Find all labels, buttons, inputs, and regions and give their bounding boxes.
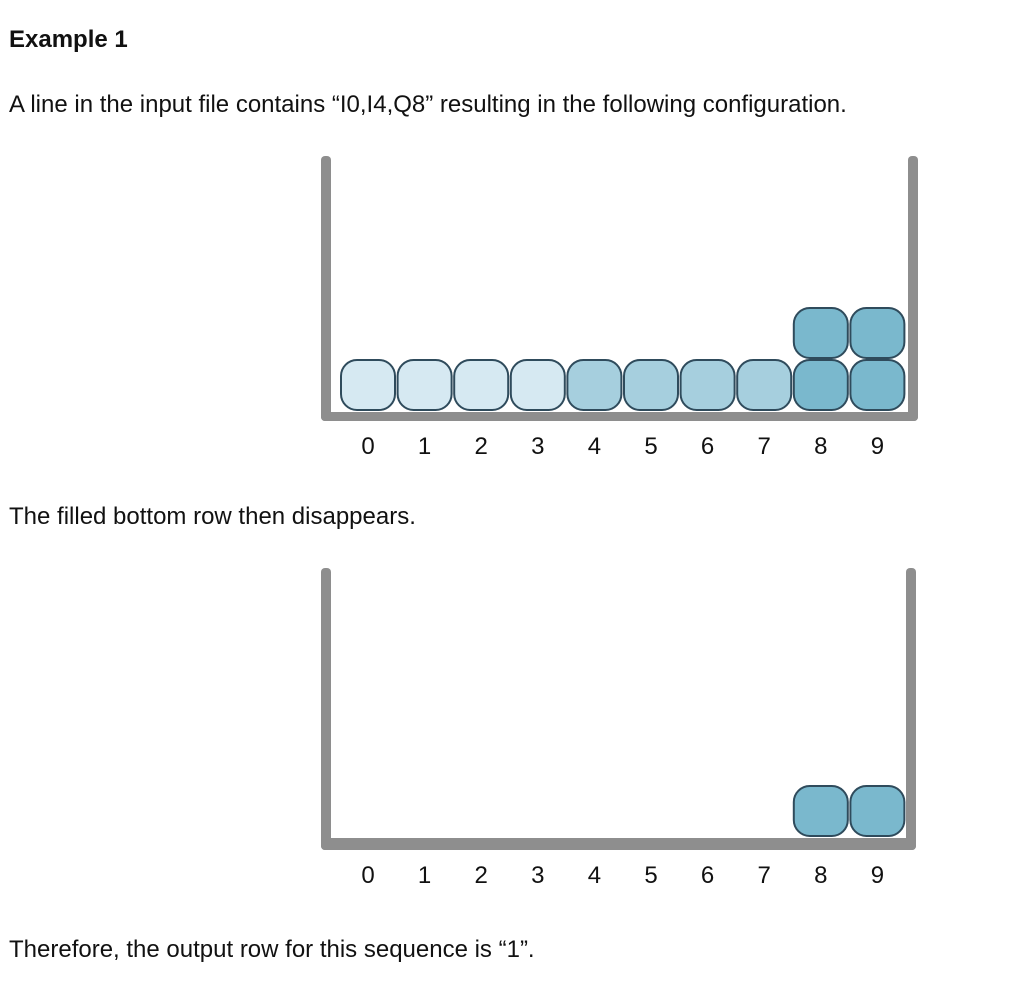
column-label-4: 4 (588, 433, 601, 460)
column-label-2: 2 (475, 433, 488, 460)
column-label-8: 8 (814, 433, 827, 460)
block-I0-col3-row0 (509, 359, 566, 411)
column-label-6: 6 (701, 862, 714, 889)
column-label-6: 6 (701, 433, 714, 460)
block-I0-col1-row0 (396, 359, 453, 411)
example-title: Example 1 (9, 26, 128, 53)
column-label-3: 3 (531, 433, 544, 460)
left-wall (321, 568, 331, 850)
left-wall (321, 156, 331, 421)
column-label-5: 5 (644, 862, 657, 889)
column-label-3: 3 (531, 862, 544, 889)
column-label-5: 5 (644, 433, 657, 460)
column-label-1: 1 (418, 862, 431, 889)
column-label-9: 9 (871, 433, 884, 460)
block-Q8-col9-row0 (849, 785, 906, 837)
column-label-9: 9 (871, 862, 884, 889)
block-Q8-col8-row1 (792, 307, 849, 359)
column-label-2: 2 (475, 862, 488, 889)
floor (321, 838, 916, 850)
right-wall (906, 568, 916, 850)
middle-paragraph: The filled bottom row then disappears. (9, 503, 416, 530)
conclusion-paragraph: Therefore, the output row for this seque… (9, 936, 535, 963)
block-Q8-col9-row1 (849, 307, 906, 359)
column-label-7: 7 (758, 433, 771, 460)
column-label-0: 0 (361, 433, 374, 460)
floor (321, 412, 918, 421)
column-label-8: 8 (814, 862, 827, 889)
column-label-7: 7 (758, 862, 771, 889)
block-I4-col7-row0 (736, 359, 793, 411)
block-Q8-col8-row0 (792, 785, 849, 837)
block-Q8-col9-row0 (849, 359, 906, 411)
grid-figure-after: 0 1 2 3 4 5 6 7 8 9 (0, 562, 1036, 902)
block-Q8-col8-row0 (792, 359, 849, 411)
grid-diagram-after: 0 1 2 3 4 5 6 7 8 9 (321, 568, 916, 889)
grid-figure-before: 0 1 2 3 4 5 6 7 8 9 (0, 150, 1036, 470)
column-label-0: 0 (361, 862, 374, 889)
grid-diagram-before: 0 1 2 3 4 5 6 7 8 9 (321, 156, 918, 460)
block-I4-col5-row0 (623, 359, 679, 411)
intro-paragraph: A line in the input file contains “I0,I4… (9, 91, 847, 118)
block-I0-col0-row0 (340, 359, 396, 411)
right-wall (908, 156, 918, 421)
column-label-4: 4 (588, 862, 601, 889)
block-I4-col4-row0 (566, 359, 623, 411)
block-I0-col2-row0 (453, 359, 510, 411)
block-I4-col6-row0 (679, 359, 736, 411)
column-label-1: 1 (418, 433, 431, 460)
